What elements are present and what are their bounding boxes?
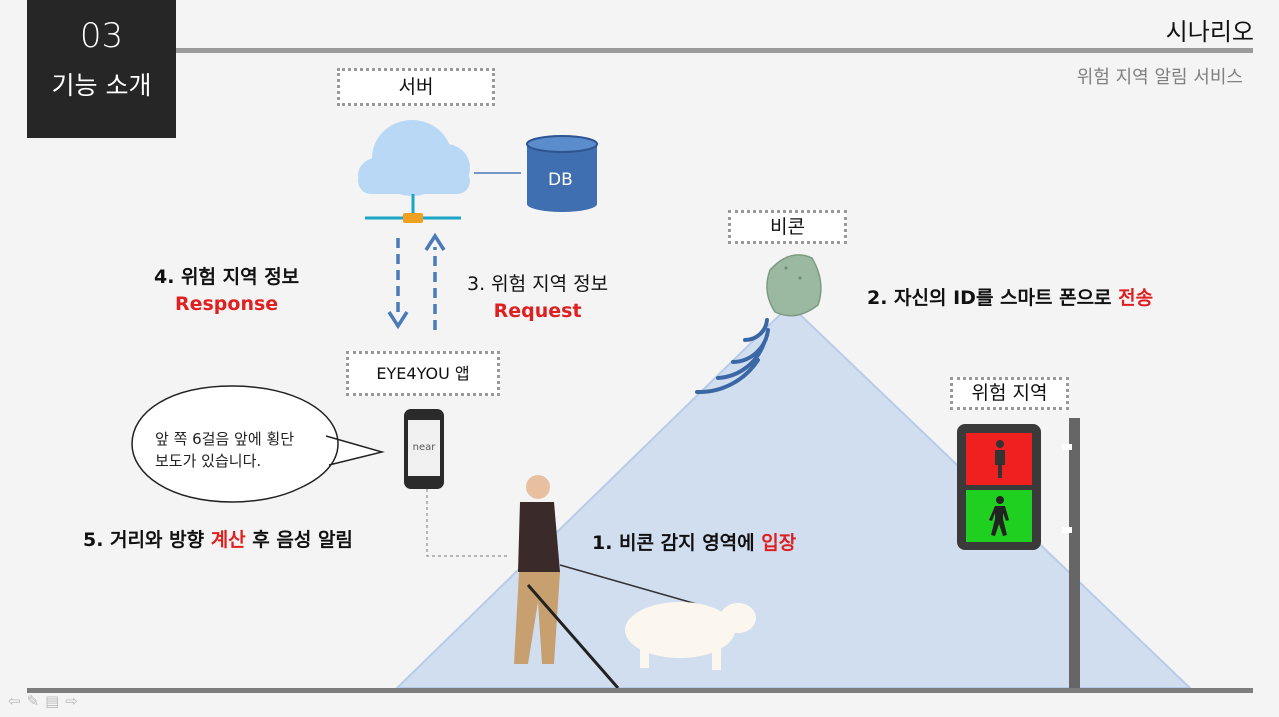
header-divider — [176, 48, 1253, 53]
step-4-text: 4. 위험 지역 정보 — [154, 266, 300, 288]
step-1-text: 1. 비콘 감지 영역에 — [592, 532, 762, 554]
step-2-text: 2. 자신의 ID를 스마트 폰으로 — [867, 287, 1119, 309]
danger-zone-label: 위험 지역 — [950, 377, 1069, 410]
guide-dog-figure — [625, 602, 756, 670]
speech-bubble-text: 앞 쪽 6걸음 앞에 횡단 보도가 있습니다. — [155, 430, 295, 470]
beacon-label: 비콘 — [728, 210, 847, 244]
pedestrian-signal-icon — [957, 424, 1041, 550]
blind-person-figure — [514, 475, 701, 689]
step-2: 2. 자신의 ID를 스마트 폰으로 전송 — [867, 283, 1153, 310]
step-2-highlight: 전송 — [1118, 287, 1154, 309]
smartphone-icon — [404, 409, 444, 489]
cloud-icon — [358, 120, 470, 196]
step-3: 3. 위험 지역 정보 Request — [467, 269, 608, 322]
step-5-text-before: 5. 거리와 방향 — [83, 529, 211, 551]
page-subtitle: 위험 지역 알림 서비스 — [1076, 67, 1243, 88]
step-3-sub: Request — [493, 300, 582, 322]
app-label: EYE4YOU 앱 — [346, 351, 500, 396]
step-1-highlight: 입장 — [761, 532, 797, 554]
signal-waves-icon — [695, 318, 770, 395]
phone-screen-text: near — [412, 442, 436, 453]
step-4: 4. 위험 지역 정보 Response — [154, 262, 299, 315]
server-label: 서버 — [337, 68, 495, 106]
step-5-highlight: 계산 — [210, 529, 246, 551]
step-5: 5. 거리와 방향 계산 후 음성 알림 — [83, 525, 353, 552]
section-number: 03 — [79, 16, 124, 56]
section-badge: 03 기능 소개 — [27, 0, 176, 138]
response-arrow-icon — [387, 238, 409, 330]
step-1: 1. 비콘 감지 영역에 입장 — [592, 528, 796, 555]
step-5-text-after: 후 음성 알림 — [245, 529, 353, 551]
page-title: 시나리오 — [1165, 18, 1254, 46]
database-icon — [526, 135, 598, 212]
beacon-device-icon — [766, 254, 822, 317]
footer-nav-icons[interactable]: ⇦✎▤⇨ — [8, 692, 84, 710]
section-name: 기능 소개 — [51, 71, 152, 100]
db-label: DB — [548, 170, 573, 190]
step-3-text: 3. 위험 지역 정보 — [467, 273, 609, 295]
slide-navigation[interactable]: ⇦✎▤⇨ — [8, 692, 84, 710]
footer-divider — [27, 688, 1253, 693]
step-4-sub: Response — [174, 293, 279, 315]
traffic-pole — [1069, 418, 1080, 690]
speech-bubble — [131, 385, 385, 503]
request-arrow-icon — [424, 232, 446, 330]
